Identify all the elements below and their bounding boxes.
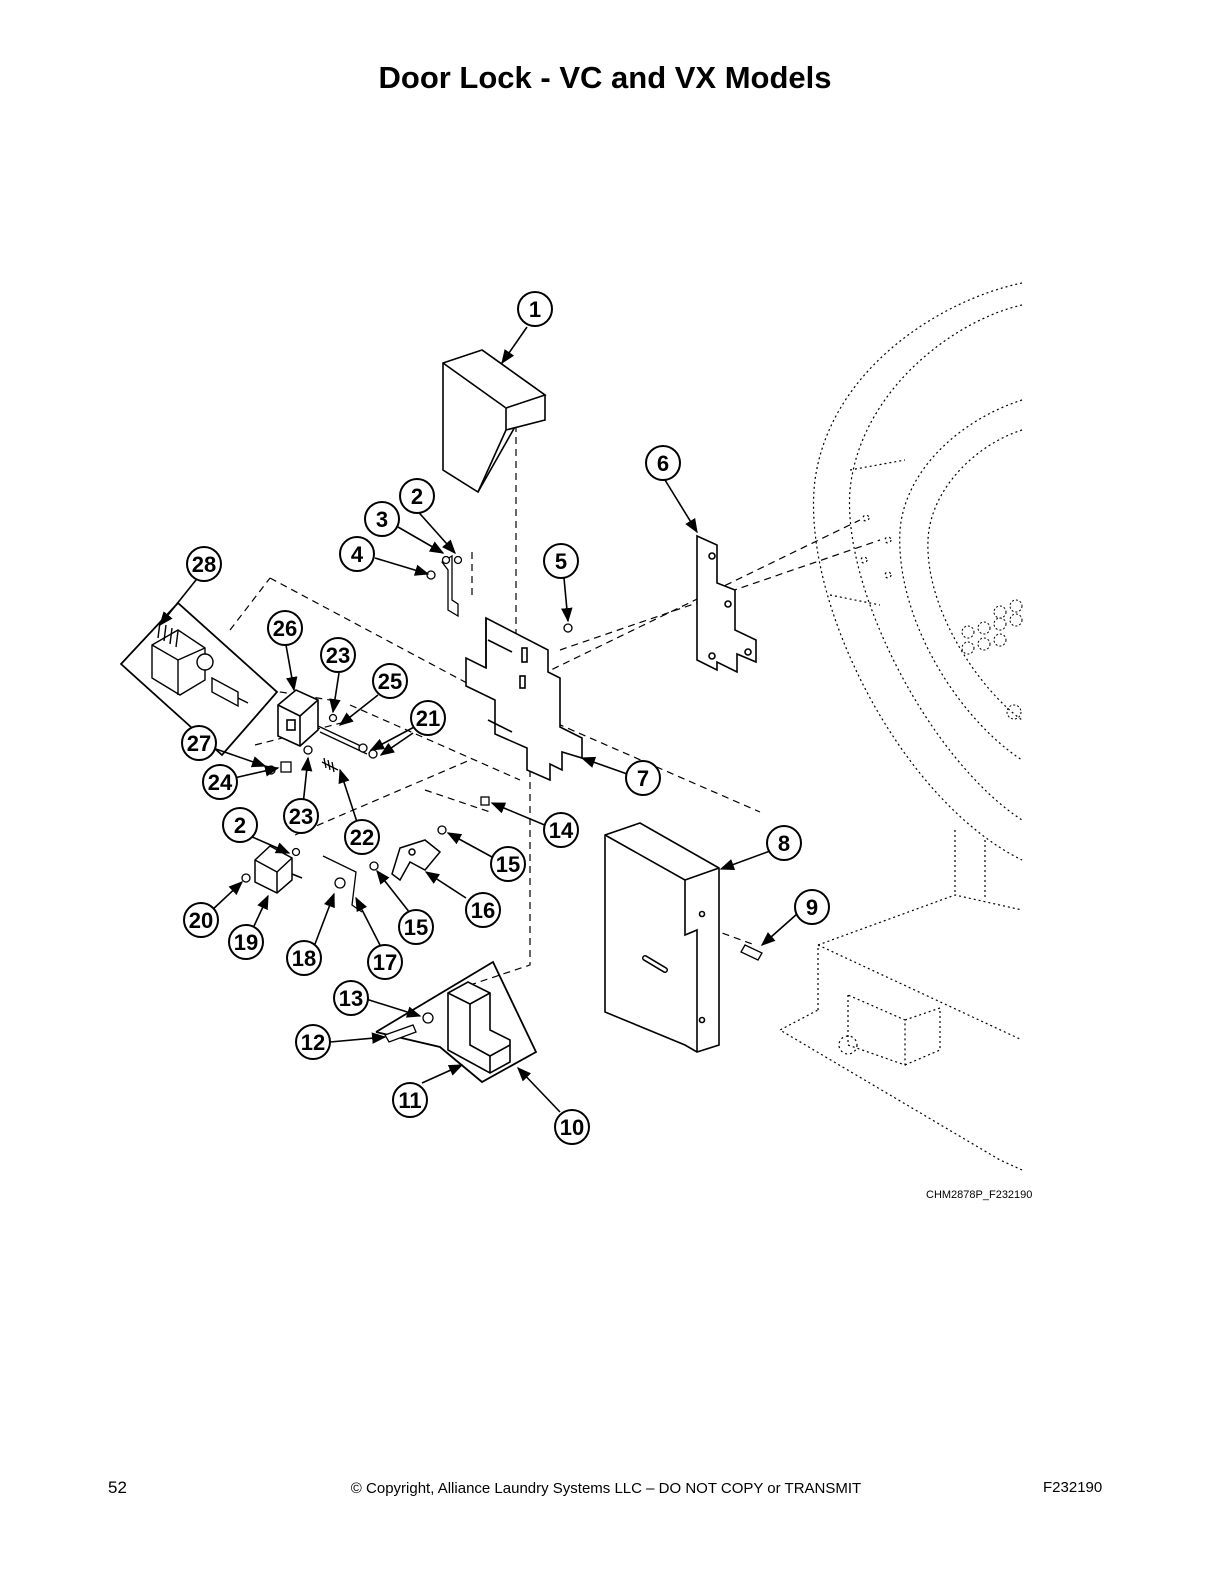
washer-tub-outline bbox=[778, 282, 1023, 1171]
bracket-part-2-top bbox=[441, 554, 459, 618]
callout-8: 8 bbox=[766, 825, 802, 861]
figure-code: CHM2878P_F232190 bbox=[926, 1189, 1033, 1201]
callout-28: 28 bbox=[186, 546, 222, 582]
callout-2: 2 bbox=[222, 807, 258, 843]
callout-23: 23 bbox=[283, 798, 319, 834]
switch-part-19 bbox=[254, 845, 303, 894]
callout-label: 15 bbox=[496, 852, 520, 877]
callout-25: 25 bbox=[372, 663, 408, 699]
callout-label: 26 bbox=[273, 616, 297, 641]
leader-arrows bbox=[159, 326, 798, 1113]
callout-24: 24 bbox=[202, 764, 238, 800]
callout-label: 28 bbox=[192, 552, 216, 577]
mounting-bracket-part-6 bbox=[696, 534, 757, 674]
callout-3: 3 bbox=[364, 501, 400, 537]
callout-label: 8 bbox=[778, 831, 790, 856]
callout-22: 22 bbox=[344, 819, 380, 855]
callout-label: 23 bbox=[326, 643, 350, 668]
callout-label: 23 bbox=[289, 804, 313, 829]
callout-label: 19 bbox=[234, 930, 258, 955]
cover-part-1 bbox=[442, 349, 547, 494]
callout-10: 10 bbox=[554, 1109, 590, 1145]
callout-12: 12 bbox=[295, 1024, 331, 1060]
callout-17: 17 bbox=[367, 944, 403, 980]
callout-label: 13 bbox=[339, 986, 363, 1011]
callout-label: 5 bbox=[555, 549, 567, 574]
actuator-block-part-26 bbox=[277, 689, 319, 747]
callout-label: 24 bbox=[208, 770, 233, 795]
callout-11: 11 bbox=[392, 1082, 428, 1118]
callout-label: 14 bbox=[549, 818, 574, 843]
callout-21: 21 bbox=[410, 700, 446, 736]
switch-cover-part-8 bbox=[604, 822, 720, 1053]
callout-label: 27 bbox=[187, 731, 211, 756]
callout-label: 2 bbox=[234, 813, 246, 838]
callout-label: 15 bbox=[404, 915, 428, 940]
lever-part-16 bbox=[391, 839, 442, 882]
callout-label: 9 bbox=[806, 895, 818, 920]
callout-label: 11 bbox=[398, 1088, 421, 1113]
callout-23: 23 bbox=[320, 637, 356, 673]
callout-label: 21 bbox=[416, 706, 440, 731]
callout-label: 1 bbox=[529, 297, 541, 322]
callout-label: 10 bbox=[560, 1115, 584, 1140]
page-title: Door Lock - VC and VX Models bbox=[378, 60, 832, 95]
document-code: F232190 bbox=[1043, 1479, 1103, 1496]
lock-bracket-part-7 bbox=[465, 616, 583, 782]
solenoid-icon bbox=[151, 621, 249, 708]
callout-7: 7 bbox=[625, 760, 661, 796]
callout-label: 2 bbox=[411, 484, 423, 509]
tub-vent-holes-icon bbox=[961, 599, 1023, 720]
callout-16: 16 bbox=[465, 892, 501, 928]
callout-label: 22 bbox=[350, 825, 374, 850]
callout-5: 5 bbox=[543, 543, 579, 579]
callout-19: 19 bbox=[228, 924, 264, 960]
callout-15: 15 bbox=[490, 846, 526, 882]
callout-label: 6 bbox=[657, 451, 669, 476]
page-number: 52 bbox=[108, 1478, 127, 1497]
callout-20: 20 bbox=[183, 902, 219, 938]
callout-label: 3 bbox=[376, 507, 388, 532]
callout-label: 17 bbox=[373, 950, 397, 975]
callout-label: 4 bbox=[351, 542, 364, 567]
callout-18: 18 bbox=[286, 940, 322, 976]
callout-4: 4 bbox=[339, 536, 375, 572]
callout-1: 1 bbox=[517, 291, 553, 327]
callout-27: 27 bbox=[181, 725, 217, 761]
callout-label: 7 bbox=[637, 766, 649, 791]
callout-13: 13 bbox=[333, 980, 369, 1016]
callout-6: 6 bbox=[645, 445, 681, 481]
spring-part-22 bbox=[321, 757, 339, 773]
callout-15: 15 bbox=[398, 909, 434, 945]
copyright-notice: © Copyright, Alliance Laundry Systems LL… bbox=[350, 1480, 862, 1497]
callout-label: 16 bbox=[471, 898, 495, 923]
callout-14: 14 bbox=[543, 812, 579, 848]
callout-label: 25 bbox=[378, 669, 402, 694]
callout-26: 26 bbox=[267, 610, 303, 646]
callout-label: 18 bbox=[292, 946, 316, 971]
callout-label: 20 bbox=[189, 908, 213, 933]
callout-9: 9 bbox=[794, 889, 830, 925]
callout-2: 2 bbox=[399, 478, 435, 514]
bracket-assembly-part-10 bbox=[375, 960, 538, 1084]
latch-block-part-11 bbox=[447, 981, 511, 1074]
callout-label: 12 bbox=[301, 1030, 325, 1055]
